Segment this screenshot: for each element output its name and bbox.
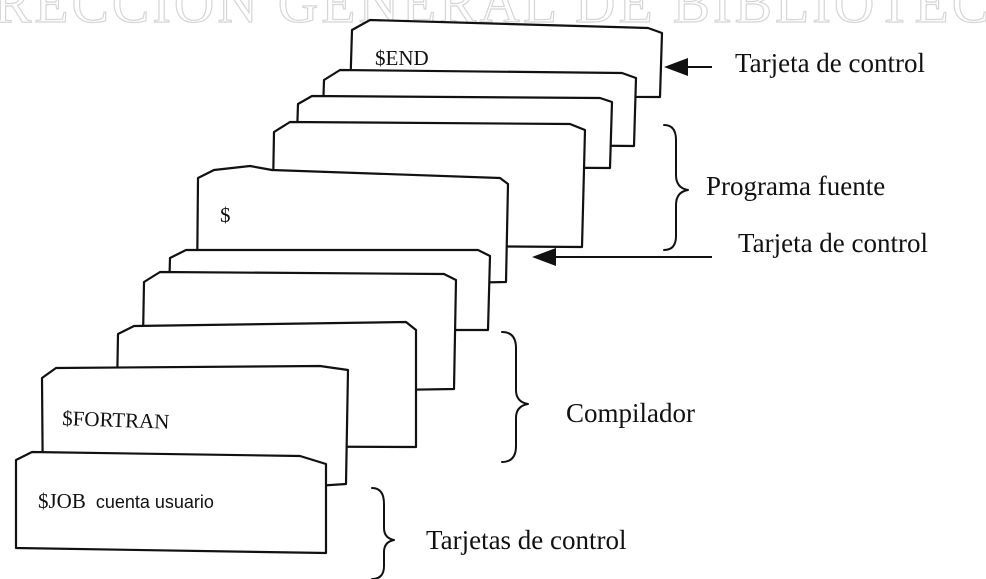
card-job <box>14 450 328 555</box>
card-deck <box>14 18 664 555</box>
brace-source-program <box>663 124 689 251</box>
card-fortran-text: $FORTRAN <box>62 406 170 434</box>
card-job-text: $JOB cuenta usuario <box>38 489 214 513</box>
card-job-suffix: cuenta usuario <box>96 492 214 512</box>
label-source-program: Programa fuente <box>706 171 885 201</box>
label-mid-control: Tarjeta de control <box>738 228 928 258</box>
brace-compiler <box>501 331 529 463</box>
card-dollar-text: $ <box>220 203 231 227</box>
brace-control-cards <box>371 487 395 579</box>
mid-arrowhead <box>532 248 556 266</box>
label-compiler: Compilador <box>566 398 695 428</box>
top-arrowhead <box>664 58 688 76</box>
label-control-cards: Tarjetas de control <box>426 525 627 555</box>
label-top-control: Tarjeta de control <box>735 48 925 78</box>
card-end-text: $END <box>375 46 429 70</box>
card-job-prefix: $JOB <box>38 489 86 513</box>
